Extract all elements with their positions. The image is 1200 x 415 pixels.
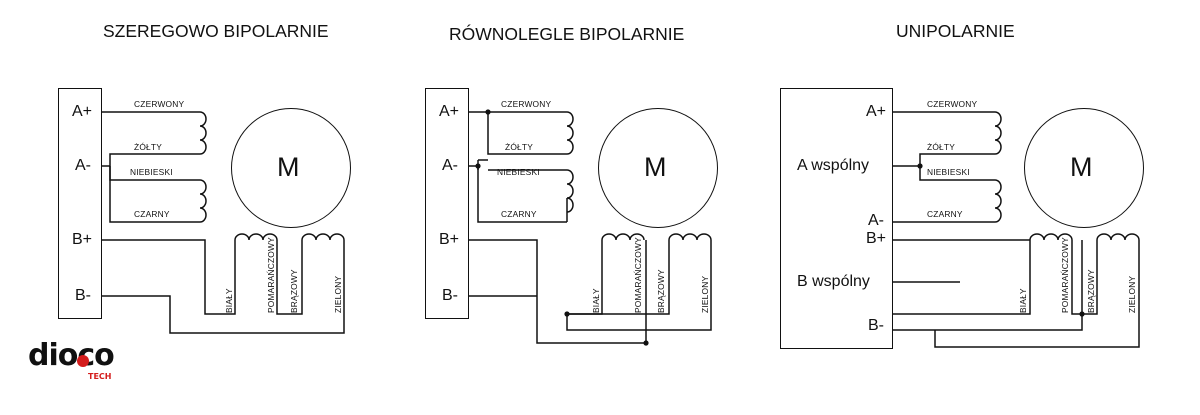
wire-label-brazowy: BRĄZOWY	[1086, 269, 1096, 313]
diagram-title-series-bipolar: SZEREGOWO BIPOLARNIE	[103, 21, 329, 41]
wire-label-pomaranczowy: POMARAŃCZOWY	[266, 237, 276, 313]
wire-label-bialy: BIAŁY	[1018, 288, 1028, 313]
wire-pomaranczowy	[276, 240, 303, 315]
wire-label-zolty: ŻÓŁTY	[134, 142, 162, 152]
wire-label-zielony: ZIELONY	[333, 275, 343, 313]
motor-label-2: M	[644, 152, 667, 182]
wire-label-czerwony: CZERWONY	[134, 99, 185, 109]
wire-label-czarny: CZARNY	[927, 209, 963, 219]
wire-label-czerwony: CZERWONY	[501, 99, 552, 109]
motor-label-1: M	[277, 152, 300, 182]
wire-label-brazowy: BRĄZOWY	[289, 269, 299, 313]
diagram-title-unipolar: UNIPOLARNIE	[896, 21, 1015, 41]
wire-czarny	[109, 166, 200, 223]
wire-label-pomaranczowy: POMARAŃCZOWY	[1060, 237, 1070, 313]
wire-label-czarny: CZARNY	[501, 209, 537, 219]
terminal-b-plus: B+	[72, 231, 93, 248]
motor-circle-3	[1024, 108, 1144, 228]
wire-label-zielony: ZIELONY	[1127, 275, 1137, 313]
diagram-title-parallel-bipolar: RÓWNOLEGLE BIPOLARNIE	[449, 24, 685, 44]
terminal-a-plus: A+	[72, 103, 93, 120]
terminal-b-plus: B+	[866, 230, 887, 247]
terminal-block-2	[425, 88, 469, 319]
terminal-block-1	[58, 88, 102, 319]
terminal-b-minus: B-	[442, 287, 458, 304]
wire-label-bialy: BIAŁY	[224, 288, 234, 313]
wire-label-zielony: ZIELONY	[700, 275, 710, 313]
logo-subtext: TECH	[88, 372, 112, 381]
wire-label-bialy: BIAŁY	[591, 288, 601, 313]
coil-a-upper	[199, 111, 207, 155]
motor-circle-2	[598, 108, 718, 228]
logo-accent-dot	[77, 355, 89, 367]
terminal-b-minus: B-	[868, 317, 884, 334]
terminal-a-plus: A+	[439, 103, 460, 120]
wire-label-czerwony: CZERWONY	[927, 99, 978, 109]
wire-label-niebieski: NIEBIESKI	[130, 167, 173, 177]
terminal-a-plus: A+	[866, 103, 887, 120]
wire-label-brazowy: BRĄZOWY	[656, 269, 666, 313]
terminal-a-minus: A-	[442, 157, 458, 174]
wire-label-niebieski: NIEBIESKI	[497, 167, 540, 177]
terminal-b-plus: B+	[439, 231, 460, 248]
wire-zolty	[109, 153, 200, 166]
terminal-b-common: B wspólny	[797, 273, 870, 290]
terminal-a-minus: A-	[868, 212, 884, 229]
logo-text: dioco	[28, 338, 115, 373]
terminal-block-3	[780, 88, 893, 349]
coil-b-left	[234, 233, 278, 241]
wire-b-plus	[102, 239, 236, 315]
wire-label-niebieski: NIEBIESKI	[927, 167, 970, 177]
wire-label-zolty: ŻÓŁTY	[927, 142, 955, 152]
wire-label-pomaranczowy: POMARAŃCZOWY	[633, 237, 643, 313]
motor-circle-1	[231, 108, 351, 228]
terminal-b-minus: B-	[75, 287, 91, 304]
coil-a-lower	[199, 179, 207, 223]
wire-zielony	[102, 240, 345, 334]
terminal-a-common: A wspólny	[797, 157, 870, 174]
coil-b-right	[301, 233, 345, 241]
terminal-a-minus: A-	[75, 157, 91, 174]
wire-label-czarny: CZARNY	[134, 209, 170, 219]
motor-label-3: M	[1070, 152, 1093, 182]
wire-label-zolty: ŻÓŁTY	[505, 142, 533, 152]
